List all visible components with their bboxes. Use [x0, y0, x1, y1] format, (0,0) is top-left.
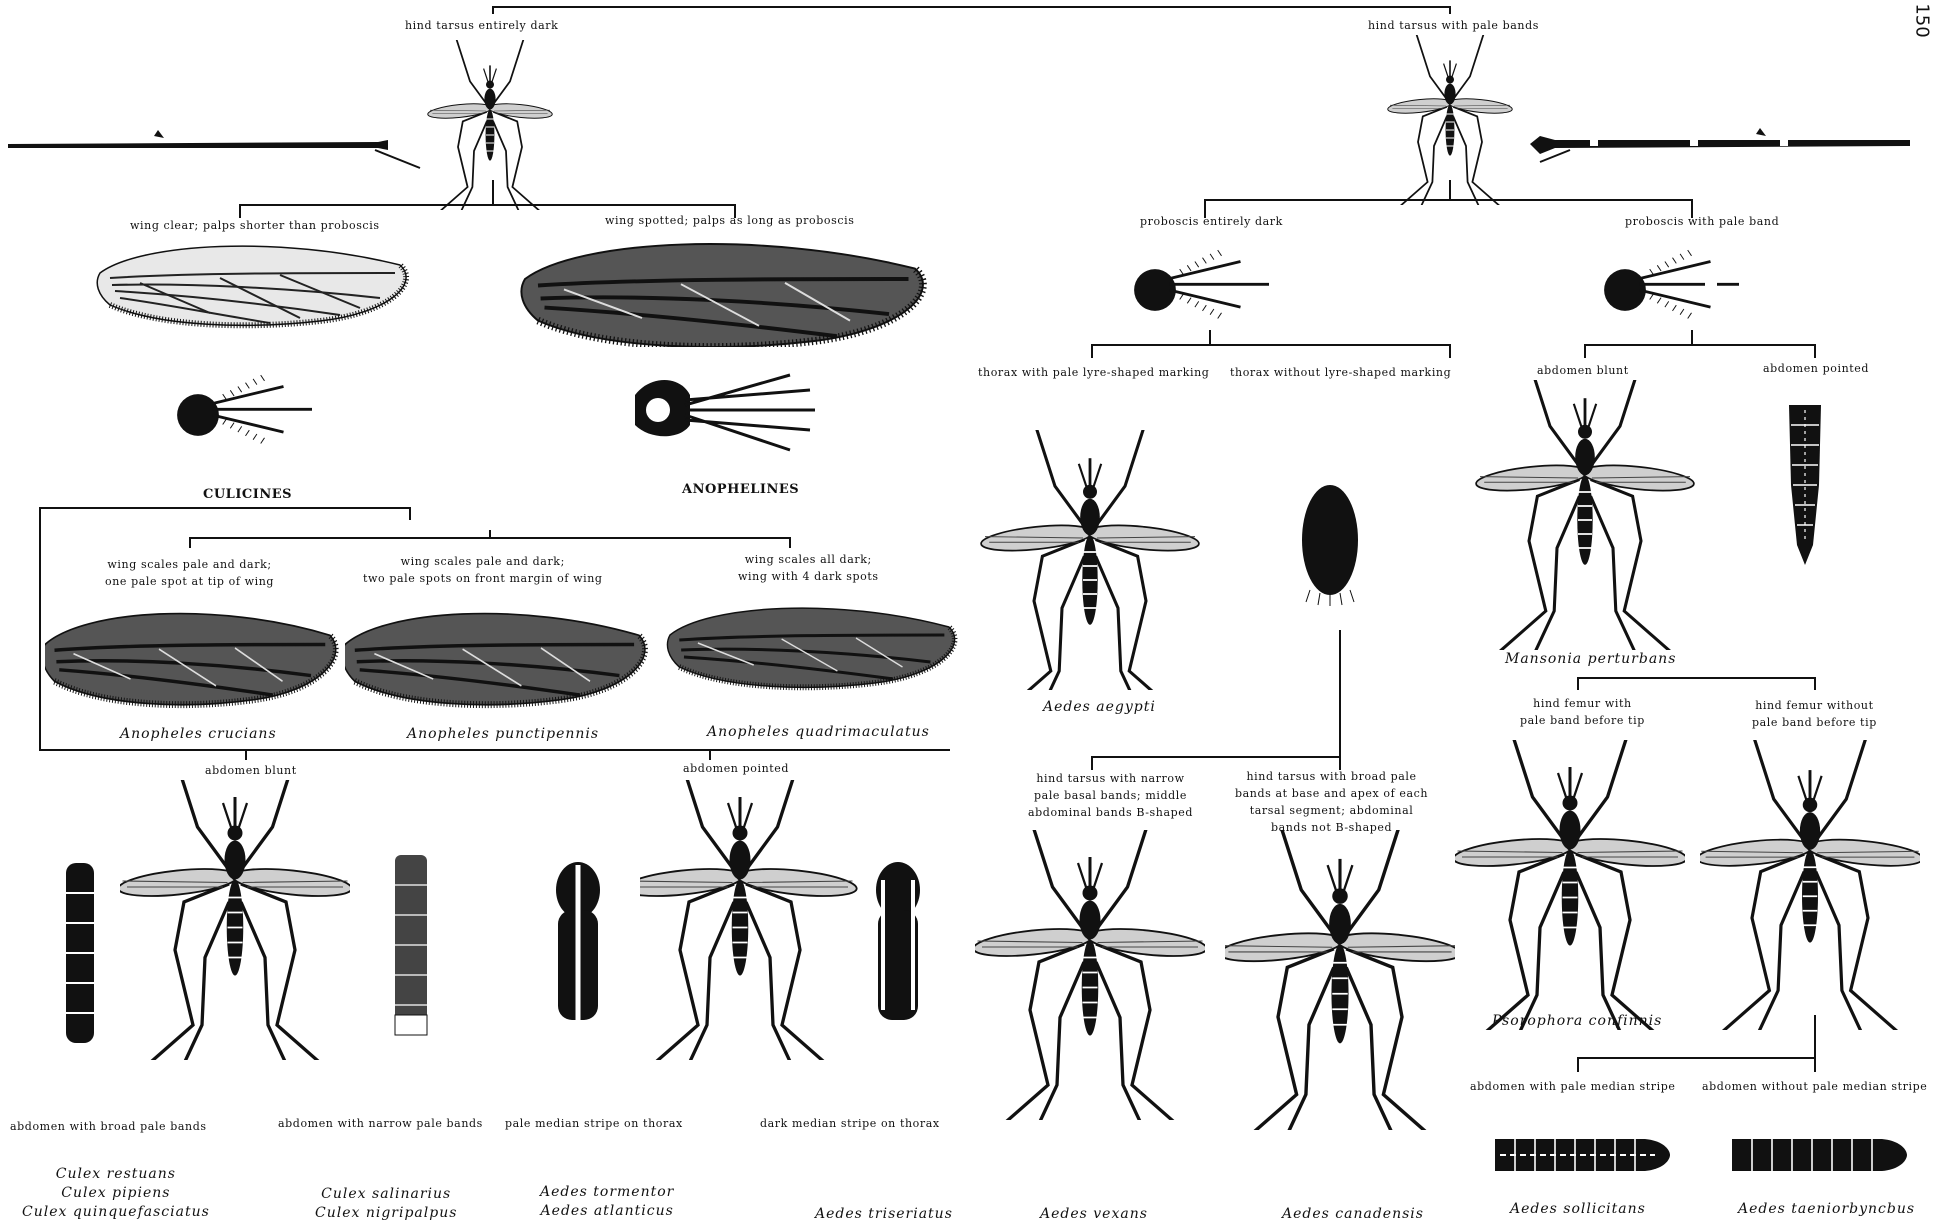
head-proboscis-dark — [1125, 240, 1305, 340]
group-label-anophelines: ANOPHELINES — [682, 482, 799, 497]
mosquito-illustration-banded-tarsus — [1350, 35, 1550, 205]
species-aedes-vexans: Aedes vexans — [1040, 1205, 1148, 1224]
label-dark-median-stripe: dark median stripe on thorax — [760, 1115, 940, 1132]
group-label-culicines: CULICINES — [203, 487, 292, 502]
label-wing-clear: wing clear; palps shorter than proboscis — [130, 217, 380, 234]
abdomen-broad-bands — [58, 858, 108, 1058]
culex-mosquito-illustration — [120, 780, 350, 1060]
aedes-canadensis-illustration — [1225, 830, 1455, 1130]
label-abdomen-pointed-left: abdomen pointed — [683, 760, 789, 777]
wing-anopheles-crucians — [45, 605, 345, 715]
label-pale-median-stripe: pale median stripe on thorax — [505, 1115, 683, 1132]
thorax-dark-stripe — [865, 860, 935, 1060]
abdomen-narrow-bands — [388, 855, 438, 1055]
key-anopheles-crucians: wing scales pale and dark;one pale spot … — [105, 556, 274, 590]
label-proboscis-band: proboscis with pale band — [1625, 213, 1779, 230]
label-abdomen-pointed-right: abdomen pointed — [1763, 360, 1869, 377]
label-narrow-pale-bands: abdomen with narrow pale bands — [278, 1115, 483, 1132]
wing-anopheles-punctipennis — [345, 605, 665, 715]
label-wing-spotted: wing spotted; palps as long as proboscis — [605, 212, 854, 229]
clear-wing-illustration — [95, 238, 425, 333]
species-psorophora-confinnis: Psorophora confinnis — [1492, 1012, 1662, 1031]
species-aedes-taeniorhynchus: Aedes taeniorbyncbus — [1738, 1200, 1915, 1219]
anopheline-head-illustration — [630, 370, 820, 460]
aedes-vexans-illustration — [975, 830, 1205, 1120]
label-proboscis-dark: proboscis entirely dark — [1140, 213, 1283, 230]
species-anopheles-crucians: Anopheles crucians — [120, 725, 277, 744]
culicine-head-illustration — [168, 370, 348, 465]
head-proboscis-band — [1595, 240, 1775, 340]
key-stripe-without: abdomen without pale median stripe — [1702, 1078, 1927, 1095]
thorax-no-lyre-illustration — [1290, 480, 1370, 620]
label-thorax-lyre: thorax with pale lyre-shaped marking — [978, 364, 1209, 381]
species-anopheles-quadrimaculatus: Anopheles quadrimaculatus — [707, 723, 930, 742]
label-abdomen-blunt-right: abdomen blunt — [1537, 362, 1629, 379]
key-anopheles-quadrimaculatus: wing scales all dark;wing with 4 dark sp… — [738, 551, 879, 585]
label-hind-tarsus-dark: hind tarsus entirely dark — [405, 17, 558, 34]
mosquito-illustration-dark-tarsus — [390, 40, 590, 210]
label-thorax-no-lyre: thorax without lyre-shaped marking — [1230, 364, 1451, 381]
species-aedes-canadensis: Aedes canadensis — [1282, 1205, 1424, 1224]
wing-anopheles-quadrimaculatus — [665, 605, 965, 695]
label-abdomen-blunt-left: abdomen blunt — [205, 762, 297, 779]
species-mansonia-perturbans: Mansonia perturbans — [1505, 650, 1676, 669]
page-number: 150 — [1912, 3, 1933, 37]
abdomen-pale-median-stripe — [1490, 1135, 1680, 1175]
species-aedes-sollicitans: Aedes sollicitans — [1510, 1200, 1646, 1219]
abdomen-pointed-illustration — [1780, 400, 1830, 600]
femur-without-band-illustration — [1700, 740, 1920, 1030]
key-anopheles-punctipennis: wing scales pale and dark;two pale spots… — [363, 553, 603, 587]
abdomen-no-median-stripe — [1727, 1135, 1917, 1175]
psorophora-illustration — [1455, 740, 1685, 1030]
thorax-pale-stripe — [545, 860, 615, 1060]
label-hind-tarsus-banded: hind tarsus with pale bands — [1368, 17, 1539, 34]
species-anopheles-punctipennis: Anopheles punctipennis — [407, 725, 599, 744]
label-broad-pale-bands: abdomen with broad pale bands — [10, 1118, 207, 1135]
dark-tarsus-leg-illustration — [8, 130, 393, 160]
spotted-wing-illustration — [515, 232, 935, 347]
aedes-aegypti-illustration — [975, 430, 1205, 690]
banded-tarsus-leg-illustration — [1530, 128, 1915, 163]
species-aedes-aegypti: Aedes aegypti — [1043, 698, 1156, 717]
key-stripe-with: abdomen with pale median stripe — [1470, 1078, 1675, 1095]
aedes-mosquito-illustration — [640, 780, 860, 1060]
species-group-aedes-2: Aedes triseriatus — [815, 1205, 953, 1224]
mansonia-illustration — [1475, 380, 1695, 650]
